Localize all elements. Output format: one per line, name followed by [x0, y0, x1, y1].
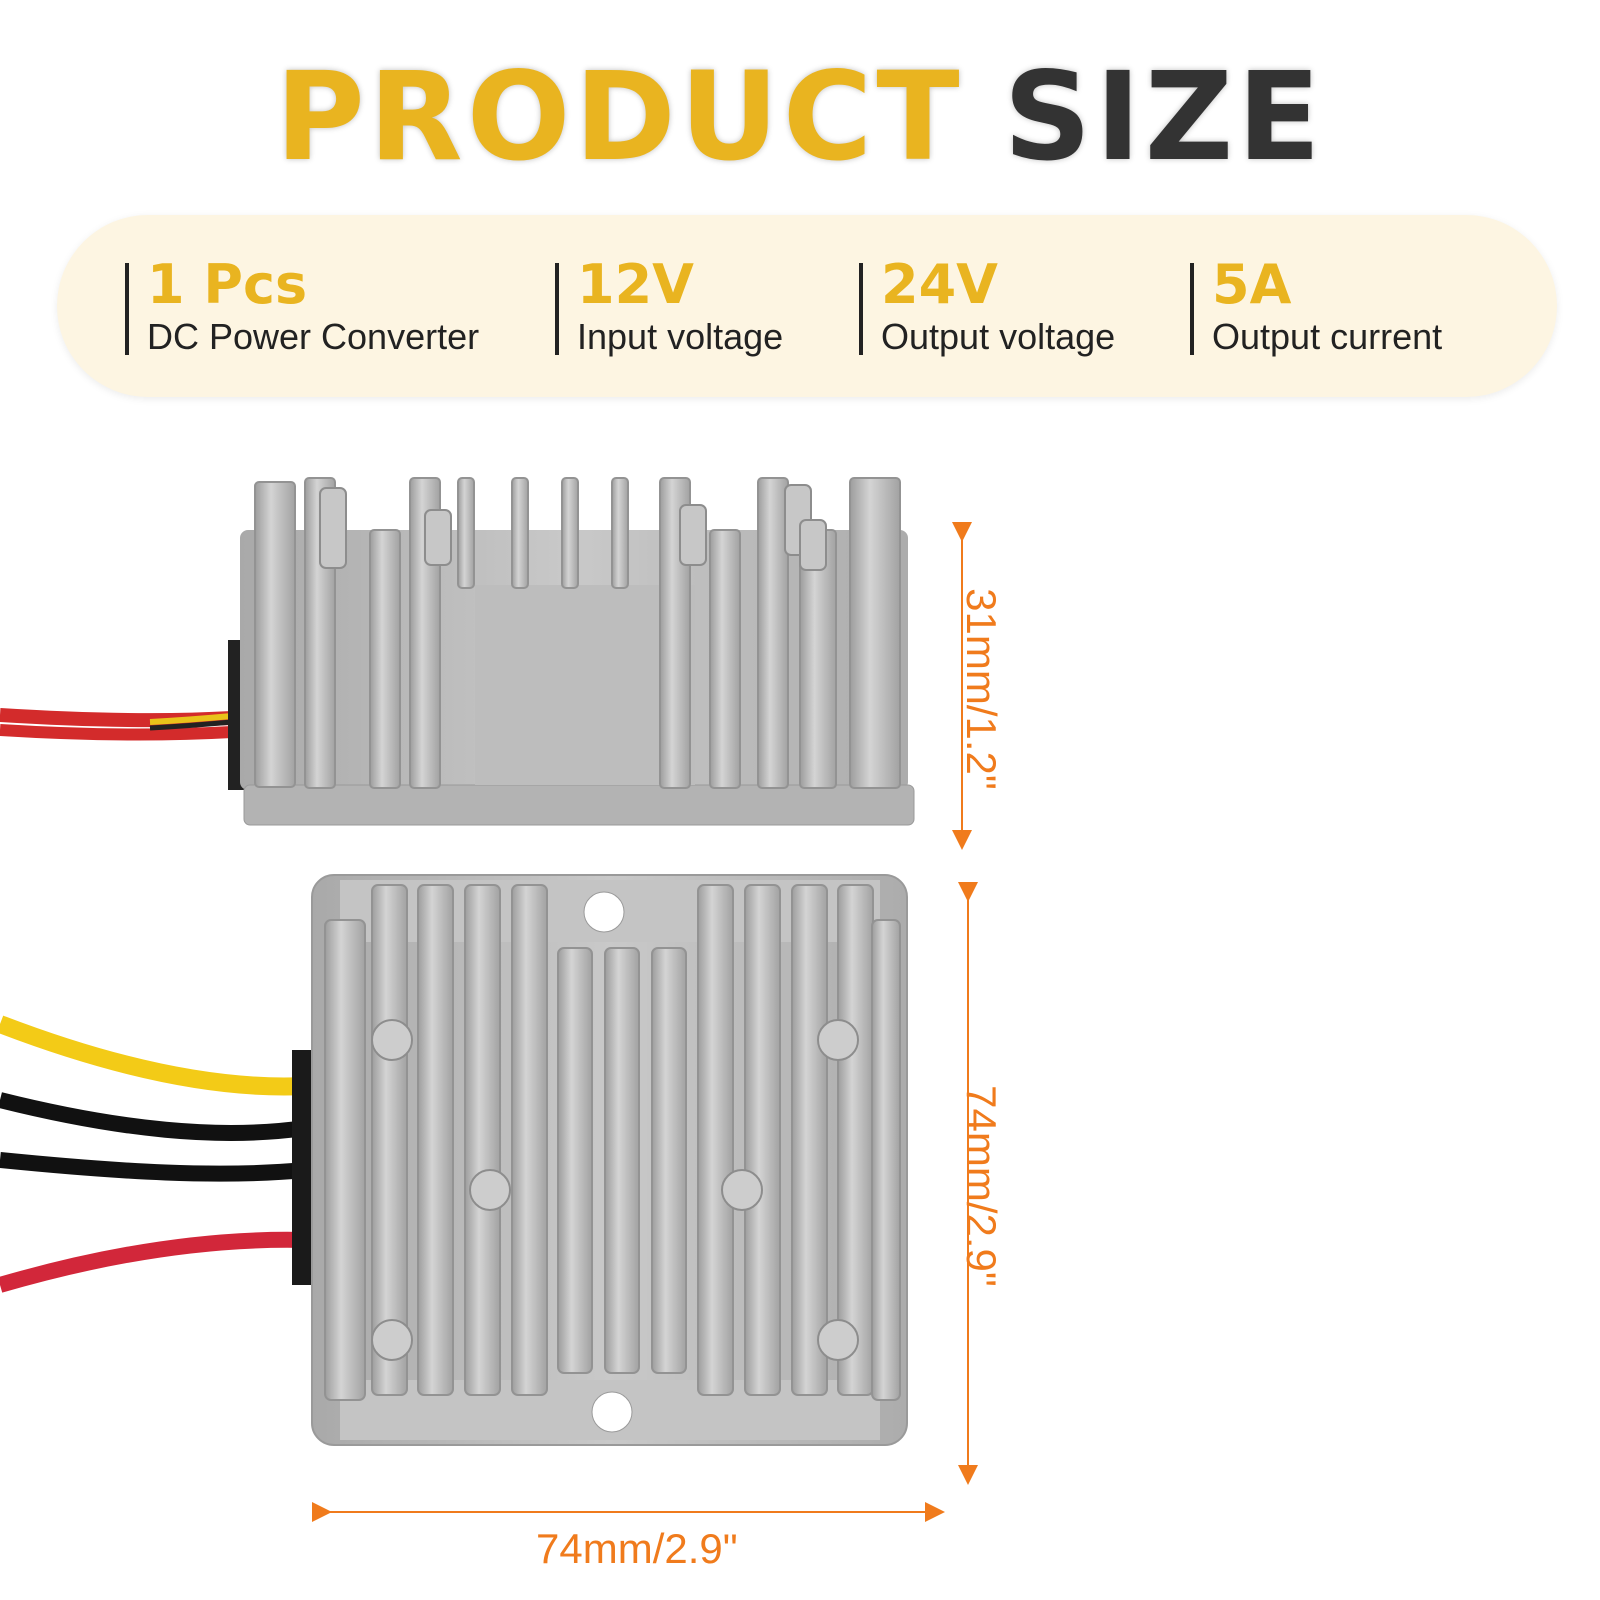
- spec-divider: [1190, 263, 1194, 355]
- spec-divider: [859, 263, 863, 355]
- dimension-lines: [312, 522, 978, 1522]
- spec-label: Output voltage: [881, 316, 1116, 357]
- top-view-converter: [0, 874, 908, 1446]
- length-dimension-label: 74mm/2.9": [957, 1085, 1005, 1287]
- spec-label: Output current: [1212, 316, 1443, 357]
- side-view-converter: [0, 477, 915, 826]
- spec-label: DC Power Converter: [147, 316, 480, 357]
- spec-value: 12V: [577, 253, 694, 316]
- spec-value: 5A: [1212, 253, 1292, 316]
- spec-bar: 1 Pcs DC Power Converter 12V Input volta…: [57, 215, 1557, 397]
- spec-value: 1 Pcs: [147, 253, 308, 316]
- spec-divider: [125, 263, 129, 355]
- spec-divider: [555, 263, 559, 355]
- spec-value: 24V: [881, 253, 998, 316]
- title-word-size: SIZE: [1003, 46, 1325, 188]
- width-dimension-label: 74mm/2.9": [536, 1525, 738, 1572]
- spec-label: Input voltage: [577, 316, 784, 357]
- height-dimension-label: 31mm/1.2": [957, 588, 1005, 790]
- title-word-product: PRODUCT: [275, 46, 964, 188]
